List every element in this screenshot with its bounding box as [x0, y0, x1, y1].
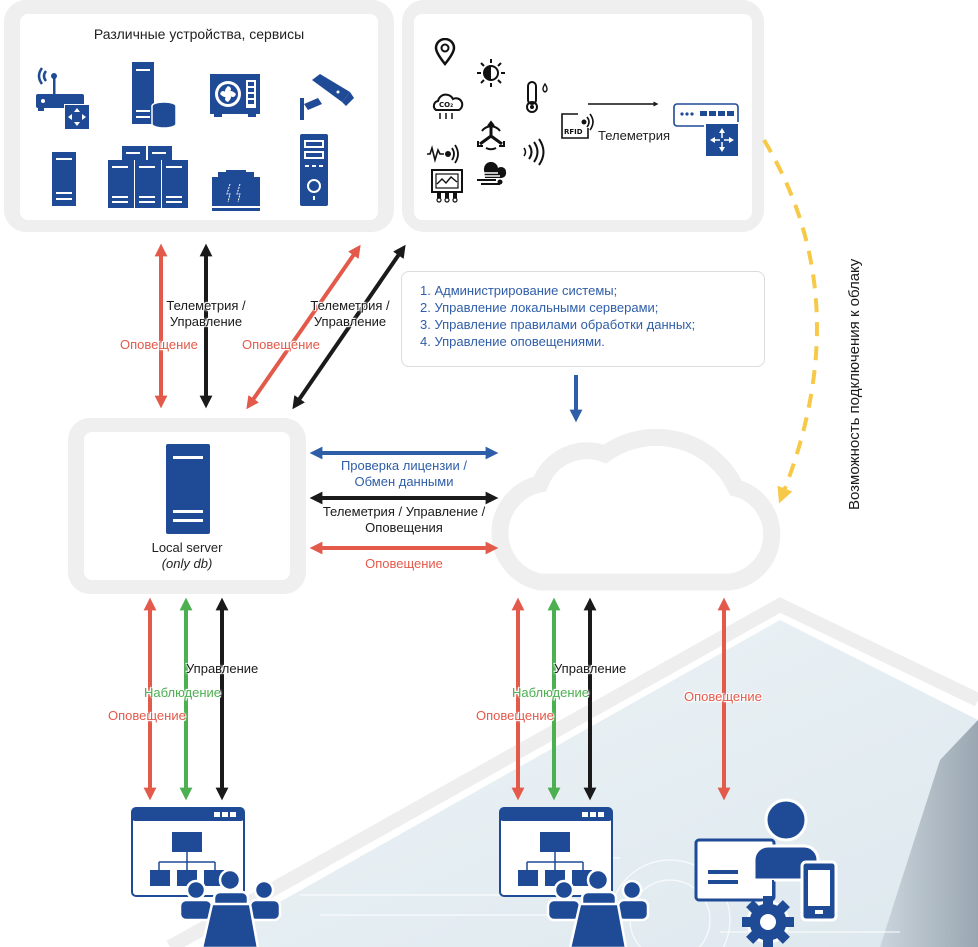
network-switch-icon [672, 102, 742, 162]
air-conditioner-icon [208, 72, 264, 124]
wind-icon [476, 162, 508, 188]
label-exchange: Обмен данными [354, 474, 454, 489]
devices-panel: Различные устройства, сервисы [4, 0, 394, 232]
co2-cloud-icon: CO₂ [430, 90, 464, 124]
signal-waves-icon [522, 138, 546, 166]
telemetry-arrow-label: Телеметрия [598, 128, 671, 143]
desktop-pc-icon [296, 132, 332, 212]
svg-text:CO₂: CO₂ [439, 101, 453, 109]
label-devices-alert: Оповещение [120, 337, 198, 352]
sensors-panel-inner: CO₂ [414, 14, 752, 220]
rfid-label: RFID [564, 128, 583, 136]
sensors-panel: CO₂ [402, 0, 764, 232]
label-alert: Оповещение [365, 556, 443, 571]
label-devices-control: Управление [169, 314, 243, 329]
label-sensors-alert: Оповещение [242, 337, 320, 352]
cloud-tasks-box: 1. Администрирование системы; 2. Управле… [401, 271, 765, 367]
brightness-icon [476, 58, 506, 88]
rfid-reader-icon: RFID [560, 110, 594, 140]
label-local-alert: Оповещение [108, 708, 186, 723]
wifi-router-switch-icon [34, 64, 94, 134]
task-item: 2. Управление локальными серверами; [420, 300, 659, 315]
label-local-observe: Наблюдение [144, 685, 222, 700]
devices-panel-title: Различные устройства, сервисы [93, 26, 305, 42]
security-camera-icon [298, 70, 358, 122]
task-item: 1. Администрирование системы; [420, 283, 618, 298]
devices-panel-inner: Различные устройства, сервисы [20, 14, 378, 220]
server-cluster-icon [106, 144, 190, 210]
thermometer-humidity-icon [524, 80, 552, 114]
label-local-control: Управление [186, 661, 259, 676]
label-admin-alert: Оповещение [684, 689, 762, 704]
local-server-panel-inner: Local server (only db) [84, 432, 290, 580]
server-icon [166, 444, 210, 534]
server-database-icon [130, 60, 180, 130]
task-item: 3. Управление правилами обработки данных… [420, 317, 696, 332]
task-item: 4. Управление оповещениями. [420, 334, 605, 349]
label-devices-telemetry: Телеметрия / [166, 298, 246, 313]
wind-turbine-icon [476, 120, 506, 152]
local-server-subtitle: (only db) [161, 556, 213, 571]
local-server-panel: Local server (only db) [68, 418, 306, 594]
label-telemetry-control: Телеметрия / Управление / [322, 504, 486, 519]
location-pin-icon [434, 38, 456, 66]
label-cloud-control: Управление [554, 661, 627, 676]
label-cloud-alert: Оповещение [476, 708, 554, 723]
label-alerts: Оповещения [365, 520, 443, 535]
battery-icon [210, 170, 262, 214]
vibration-sensor-icon [426, 142, 460, 164]
cloud-connection-label: Возможность подключения к облаку [846, 258, 863, 510]
server-tower-icon [48, 150, 78, 210]
label-sensors-telemetry: Телеметрия / [310, 298, 390, 313]
label-license: Проверка лицензии / [340, 458, 468, 473]
local-server-title: Local server [151, 540, 223, 555]
label-sensors-control: Управление [313, 314, 387, 329]
label-cloud-observe: Наблюдение [512, 685, 590, 700]
monitor-chart-icon [430, 168, 464, 204]
